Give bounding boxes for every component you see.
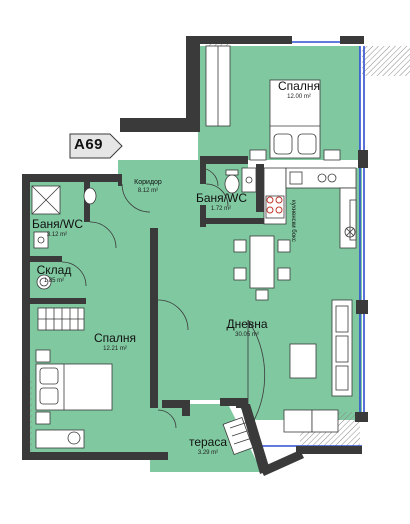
storage-fixtures [36,274,52,290]
room-label-bedroom-top: Спалня 12.00 m² [274,80,324,101]
desk-chair [35,429,85,449]
room-label-bathroom-left: Баня/WC 3.12 m² [32,217,83,239]
room-name: Баня/WC [196,191,247,205]
room-name: Спалня [278,79,320,93]
armchair [283,409,339,433]
plant-icon [344,226,356,238]
bed-top [249,79,341,161]
tv-unit [349,199,357,241]
unit-code: A69 [74,136,104,153]
room-area: 12.00 m² [287,94,311,100]
coffee-table [289,343,317,379]
room-area: 30.05 m² [235,332,259,338]
wardrobe-left [37,307,85,331]
room-name: Баня/WC [32,217,83,231]
room-area: 1.72 m² [210,206,232,212]
stove-icon [266,196,283,214]
room-name: тераса [188,435,228,449]
wardrobe-top [205,45,231,127]
room-name: Дневна [226,317,268,331]
wall [22,36,368,476]
sofa [331,299,353,397]
room-area: 3.29 m² [197,450,219,456]
door-swing [61,167,265,429]
room-label-corridor: Коридор 8.12 m² [128,178,168,195]
dining-table [233,235,291,301]
room-label-bathroom-mid: Баня/WC 1.72 m² [196,191,247,213]
room-name: Склад [36,263,72,277]
bathroom-left-fixtures [31,185,97,249]
room-label-terrace: тераса 3.29 m² [186,436,230,457]
unit-tag [69,133,123,159]
bathroom-mid-fixtures [224,167,257,194]
room-area: 3.12 m² [46,232,68,238]
room-label-living: Дневна 30.05 m² [222,318,272,339]
room-name: Спалня [94,331,136,345]
room-area: 8.12 m² [137,188,159,194]
kitchen-label: кухненски бокс [290,200,296,242]
room-label-bedroom-left: Спалня 12.21 m² [88,332,142,353]
room-area: 1.85 m² [43,278,65,284]
terrace-table [222,417,254,455]
room-name: Коридор [134,179,162,186]
room-label-storage: Склад 1.85 m² [34,264,74,285]
room-area: 12.21 m² [103,346,127,352]
bed-left [35,349,113,425]
